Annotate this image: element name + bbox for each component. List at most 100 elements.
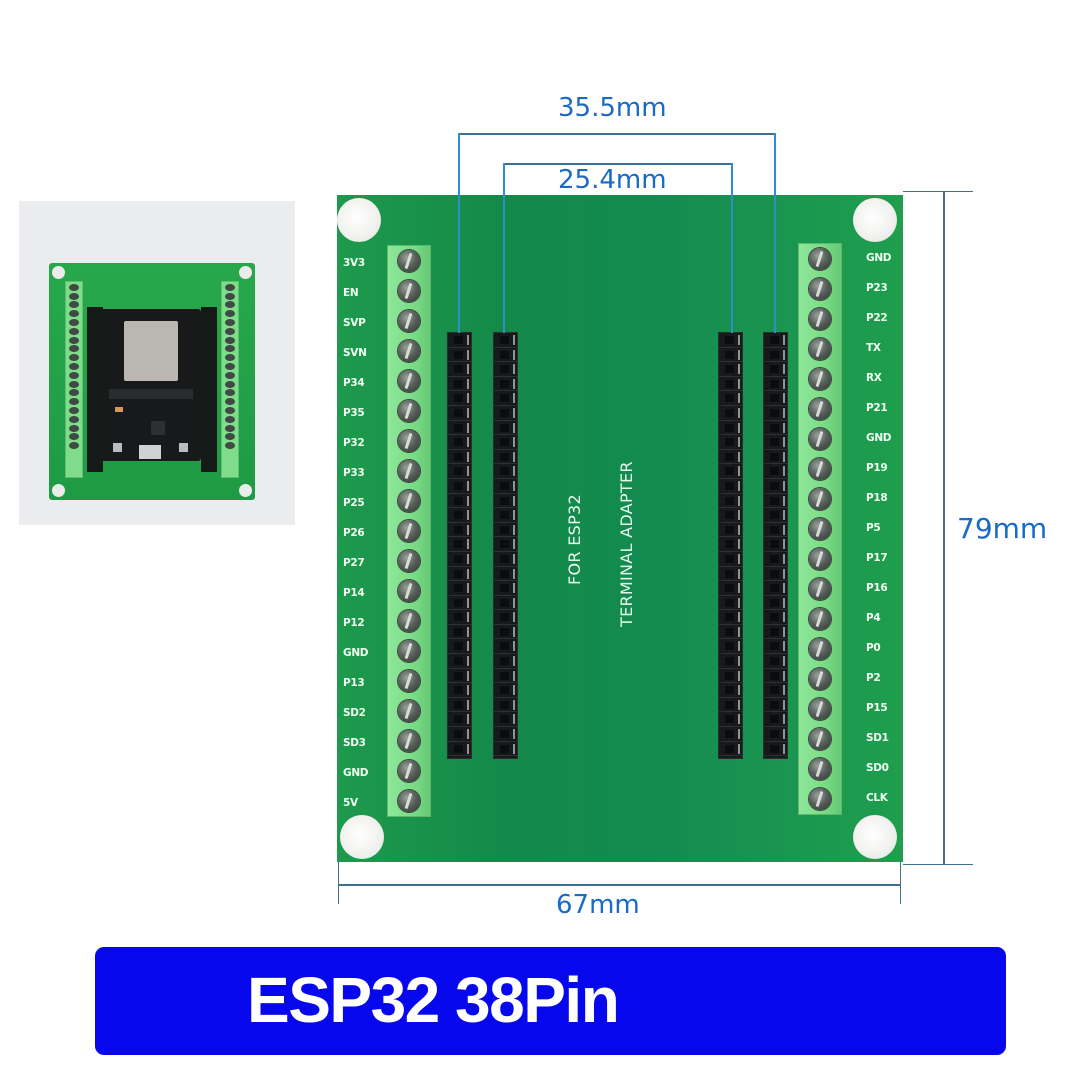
pin-label: TX bbox=[866, 342, 881, 354]
header-socket bbox=[764, 464, 787, 479]
header-socket bbox=[448, 683, 471, 698]
header-socket bbox=[448, 727, 471, 742]
dim-35-5-top-line bbox=[458, 133, 776, 135]
screw-icon bbox=[809, 458, 831, 480]
silkscreen-for-esp32: FOR ESP32 bbox=[565, 494, 584, 585]
header-socket bbox=[719, 421, 742, 436]
header-socket bbox=[719, 362, 742, 377]
dim-79-label: 79mm bbox=[957, 512, 1048, 545]
pin-label: P21 bbox=[866, 402, 888, 414]
header-socket bbox=[719, 727, 742, 742]
header-socket bbox=[719, 391, 742, 406]
screw-icon bbox=[225, 389, 235, 397]
header-socket bbox=[719, 581, 742, 596]
terminal-position bbox=[388, 366, 430, 396]
title-banner: ESP32 38Pin bbox=[95, 947, 1006, 1055]
mount-hole bbox=[239, 266, 252, 279]
terminal-position bbox=[388, 306, 430, 336]
pin-label: P18 bbox=[866, 492, 888, 504]
header-socket bbox=[719, 610, 742, 625]
header-socket bbox=[764, 435, 787, 450]
screw-icon bbox=[809, 638, 831, 660]
header-socket bbox=[719, 508, 742, 523]
header-socket bbox=[494, 464, 517, 479]
screw-icon bbox=[809, 758, 831, 780]
header-socket bbox=[719, 377, 742, 392]
banner-title: ESP32 38Pin bbox=[247, 964, 620, 1036]
header-socket bbox=[764, 625, 787, 640]
header-socket bbox=[448, 333, 471, 348]
header-socket bbox=[764, 669, 787, 684]
screw-icon bbox=[69, 380, 79, 388]
header-socket bbox=[764, 333, 787, 348]
header-socket bbox=[719, 654, 742, 669]
screw-icon bbox=[69, 406, 79, 414]
dim-35-5-right-line bbox=[774, 133, 776, 333]
mount-hole bbox=[239, 484, 252, 497]
header-socket bbox=[764, 494, 787, 509]
pin-label: P35 bbox=[343, 407, 365, 419]
pin-label: 3V3 bbox=[343, 257, 365, 269]
header-socket bbox=[764, 421, 787, 436]
dim-79-top-tick bbox=[903, 191, 973, 192]
screw-icon bbox=[809, 578, 831, 600]
header-socket bbox=[494, 479, 517, 494]
terminal-position bbox=[799, 574, 841, 604]
screw-icon bbox=[225, 362, 235, 370]
terminal-position bbox=[388, 576, 430, 606]
screw-icon bbox=[809, 398, 831, 420]
header-socket bbox=[494, 406, 517, 421]
header-socket bbox=[764, 391, 787, 406]
header-socket bbox=[764, 537, 787, 552]
pin-row bbox=[109, 389, 193, 399]
screw-icon bbox=[69, 318, 79, 326]
thumbnail-board bbox=[49, 263, 255, 500]
header-socket bbox=[448, 450, 471, 465]
terminal-position bbox=[799, 754, 841, 784]
header-socket bbox=[719, 742, 742, 757]
screw-icon bbox=[398, 520, 420, 542]
pin-label: SVP bbox=[343, 317, 366, 329]
screw-icon bbox=[69, 415, 79, 423]
screw-icon bbox=[398, 580, 420, 602]
screw-icon bbox=[809, 548, 831, 570]
header-socket bbox=[494, 450, 517, 465]
pin-label: P25 bbox=[343, 497, 365, 509]
header-socket bbox=[448, 669, 471, 684]
dim-25-4-left-line bbox=[503, 163, 505, 333]
pin-label: GND bbox=[343, 647, 369, 659]
header-socket bbox=[494, 333, 517, 348]
pin-label: GND bbox=[866, 252, 892, 264]
terminal-position bbox=[799, 514, 841, 544]
header-socket bbox=[494, 435, 517, 450]
header-socket bbox=[494, 348, 517, 363]
header-socket bbox=[764, 552, 787, 567]
header-socket bbox=[494, 523, 517, 538]
mount-hole-bottom-left bbox=[340, 815, 384, 859]
pin-label: P12 bbox=[343, 617, 365, 629]
header-socket bbox=[448, 581, 471, 596]
thumbnail-header-right bbox=[201, 307, 217, 472]
pin-label: P15 bbox=[866, 702, 888, 714]
boot-button bbox=[113, 443, 122, 452]
terminal-position bbox=[799, 634, 841, 664]
header-socket bbox=[494, 391, 517, 406]
female-header-3 bbox=[718, 332, 743, 759]
screw-icon bbox=[809, 728, 831, 750]
header-socket bbox=[448, 391, 471, 406]
right-screw-terminal bbox=[798, 243, 842, 815]
screw-icon bbox=[69, 354, 79, 362]
pin-label: 5V bbox=[343, 797, 358, 809]
terminal-position bbox=[388, 606, 430, 636]
header-socket bbox=[764, 596, 787, 611]
header-socket bbox=[494, 742, 517, 757]
screw-icon bbox=[225, 424, 235, 432]
pin-label: P4 bbox=[866, 612, 881, 624]
screw-icon bbox=[225, 292, 235, 300]
header-socket bbox=[448, 698, 471, 713]
screw-icon bbox=[398, 250, 420, 272]
header-socket bbox=[448, 567, 471, 582]
header-socket bbox=[448, 377, 471, 392]
screw-icon bbox=[809, 608, 831, 630]
